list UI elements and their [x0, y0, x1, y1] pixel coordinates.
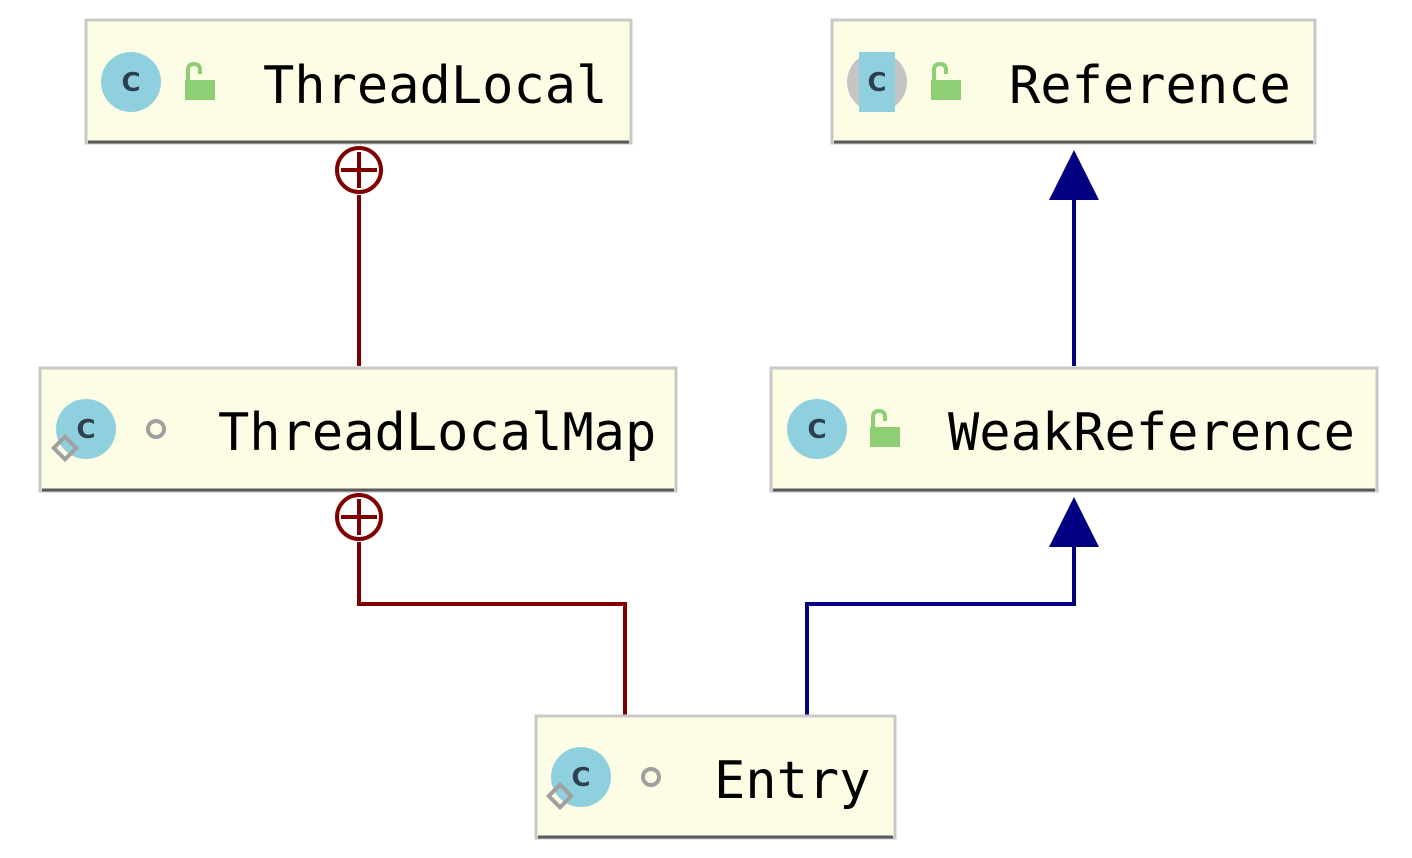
svg-text:C: C — [807, 415, 826, 445]
static-class-icon: C — [50, 399, 116, 463]
edge-weakreference-to-reference — [1049, 150, 1099, 366]
class-icon: C — [787, 399, 847, 459]
inheritance-arrowhead-icon — [1049, 150, 1099, 200]
svg-text:C: C — [76, 415, 95, 445]
package-private-icon — [146, 419, 166, 439]
node-threadlocal[interactable]: C ThreadLocal — [84, 18, 633, 145]
edge-entry-to-weakreference — [805, 497, 1099, 715]
static-class-icon: C — [545, 747, 611, 811]
node-label: Reference — [1009, 56, 1291, 116]
node-reference[interactable]: C Reference — [830, 18, 1317, 145]
public-icon — [870, 408, 900, 447]
inner-class-marker-icon — [335, 493, 383, 541]
node-label: Entry — [714, 751, 871, 811]
public-icon — [931, 61, 961, 100]
node-entry[interactable]: C Entry — [534, 714, 897, 840]
class-icon: C — [101, 52, 161, 112]
abstract-class-icon: C — [847, 52, 907, 112]
svg-text:C: C — [867, 68, 886, 98]
public-icon — [185, 61, 215, 100]
svg-text:C: C — [121, 68, 140, 98]
node-label: ThreadLocal — [263, 56, 607, 116]
edge-threadlocalmap-to-threadlocal — [335, 146, 383, 366]
node-threadlocalmap[interactable]: C ThreadLocalMap — [38, 366, 678, 493]
edge-entry-to-threadlocalmap — [335, 493, 627, 715]
node-label: WeakReference — [948, 403, 1355, 463]
node-label: ThreadLocalMap — [218, 403, 656, 463]
svg-text:C: C — [571, 763, 590, 793]
node-weakreference[interactable]: C WeakReference — [769, 366, 1379, 493]
package-private-icon — [641, 767, 661, 787]
inner-class-marker-icon — [335, 146, 383, 194]
inheritance-arrowhead-icon — [1049, 497, 1099, 547]
